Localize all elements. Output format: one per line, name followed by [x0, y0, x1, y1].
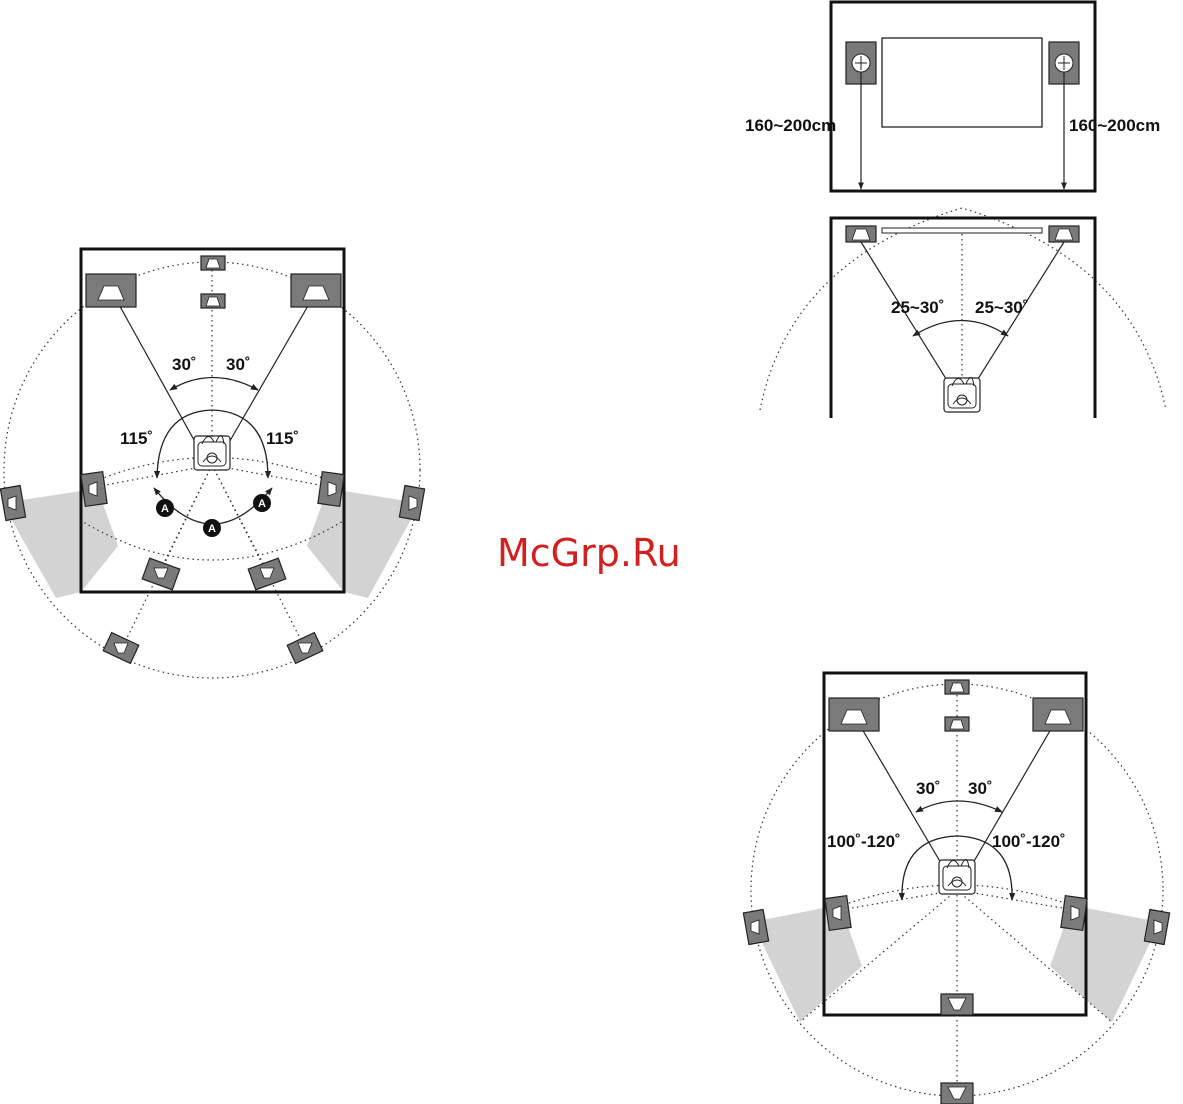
front-angle-arc: [170, 378, 258, 391]
side-left-speaker-6-1: [825, 896, 851, 931]
rear-right-speaker: [287, 633, 323, 664]
listener-seat-6-1: [939, 859, 975, 894]
surround-right-angle-label: 115˚: [266, 429, 299, 448]
watermark: McGrp.Ru: [497, 531, 681, 575]
back-left-speaker: [142, 558, 180, 590]
plan-angle-right-label: 25~30˚: [975, 298, 1028, 317]
front-left-speaker: [86, 274, 136, 307]
front-right-speaker: [291, 274, 341, 307]
front-left-speaker-6-1: [829, 698, 879, 731]
center-speaker-6-1: [945, 717, 969, 731]
surround-right-angle-label-6-1: 100˚-120˚: [992, 832, 1066, 851]
svg-text:A: A: [208, 523, 216, 535]
front-right-angle-label-6-1: 30˚: [968, 779, 993, 798]
diagram-6-1-layout: 30˚ 30˚ 100˚-120˚ 100˚-120˚: [743, 673, 1169, 1104]
back-right-speaker: [248, 558, 286, 590]
front-right-speaker-6-1: [1033, 698, 1083, 731]
wide-left-speaker-6-1: [743, 910, 768, 945]
center-speaker-top-6-1: [945, 680, 969, 694]
center-speaker: [201, 294, 225, 308]
diagram-7-1-layout: A A A 30˚ 30˚ 115˚ 115˚: [0, 249, 424, 678]
wide-right-speaker-6-1: [1144, 910, 1169, 945]
rear-left-line: [122, 465, 212, 648]
distance-marker-right: A: [253, 494, 271, 512]
front-angle-arc-6-1: [916, 801, 1002, 812]
plan-speaker-right: [1049, 226, 1079, 242]
plan-listener-seat: [944, 377, 980, 412]
side-right-speaker-6-1: [1061, 896, 1087, 931]
front-right-angle-label: 30˚: [226, 355, 251, 374]
distance-marker-left: A: [156, 499, 174, 517]
tv-plan: [882, 228, 1042, 233]
rear-left-speaker: [103, 633, 139, 664]
height-label-left: 160~200cm: [745, 116, 836, 135]
svg-text:A: A: [258, 498, 266, 510]
plan-speaker-left: [846, 226, 876, 242]
rear-right-line: [212, 465, 305, 648]
diagram-front-height-elevation: 160~200cm 160~200cm: [745, 2, 1160, 191]
diagram-front-height-plan: 25~30˚ 25~30˚: [760, 208, 1166, 418]
back-left-line: [160, 465, 212, 573]
front-left-angle-label-6-1: 30˚: [916, 779, 941, 798]
surround-left-angle-label-6-1: 100˚-120˚: [827, 832, 901, 851]
back-center-speaker-6-1: [941, 994, 973, 1015]
front-left-angle-label: 30˚: [172, 355, 197, 374]
distance-marker-center: A: [203, 519, 221, 537]
listener-seat: [194, 435, 230, 470]
surround-left-angle-label: 115˚: [120, 429, 153, 448]
tv-screen: [882, 38, 1042, 127]
side-left-speaker: [81, 472, 107, 507]
wide-left-speaker: [0, 486, 25, 521]
plan-angle-arc: [913, 321, 1008, 337]
svg-text:A: A: [161, 503, 169, 515]
height-label-right: 160~200cm: [1069, 116, 1160, 135]
side-right-speaker: [318, 472, 344, 507]
plan-angle-left-label: 25~30˚: [891, 298, 944, 317]
center-speaker-top: [201, 256, 225, 270]
rear-center-speaker-6-1: [941, 1083, 973, 1104]
wide-right-speaker: [399, 486, 424, 521]
